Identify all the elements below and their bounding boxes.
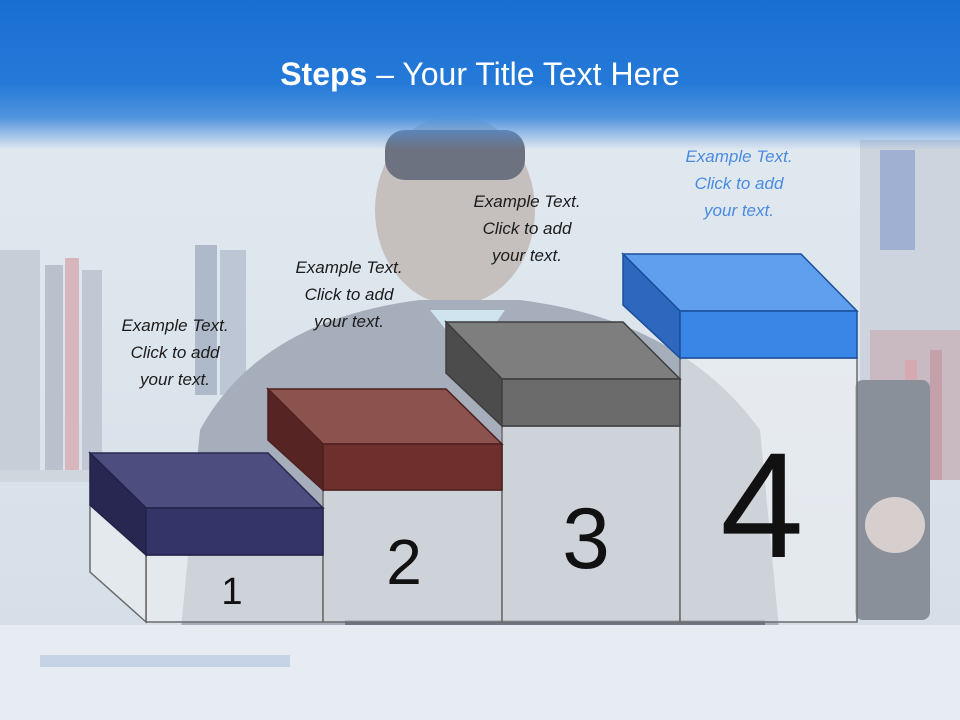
caption-line: Example Text.	[121, 316, 229, 335]
step1-number: 1	[221, 571, 242, 613]
step3-caption[interactable]: Example Text. Click to add your text.	[447, 188, 607, 269]
pedestal	[89, 357, 858, 624]
title-bar	[0, 0, 960, 150]
caption-line: Click to add	[694, 174, 784, 193]
caption-line: Example Text.	[473, 192, 581, 211]
caption-line: Click to add	[304, 285, 394, 304]
step4-caption[interactable]: Example Text. Click to add your text.	[659, 143, 819, 224]
step2-number: 2	[386, 526, 422, 598]
caption-line: your text.	[314, 312, 384, 331]
caption-line: your text.	[140, 370, 210, 389]
step4-number: 4	[720, 421, 803, 589]
caption-line: Click to add	[482, 219, 572, 238]
caption-line: Click to add	[130, 343, 220, 362]
caption-line: your text.	[704, 201, 774, 220]
caption-line: your text.	[492, 246, 562, 265]
title-bold-part: Steps	[280, 56, 368, 92]
step3-block[interactable]	[444, 320, 682, 428]
title-rest-part: – Your Title Text Here	[367, 56, 680, 92]
step4-block[interactable]	[621, 252, 859, 360]
step3-number: 3	[562, 491, 610, 587]
step1-block[interactable]	[88, 451, 325, 557]
caption-line: Example Text.	[295, 258, 403, 277]
step2-caption[interactable]: Example Text. Click to add your text.	[269, 254, 429, 335]
slide-title[interactable]: Steps – Your Title Text Here	[0, 52, 960, 96]
step2-block[interactable]	[266, 387, 504, 492]
step1-caption[interactable]: Example Text. Click to add your text.	[95, 312, 255, 393]
caption-line: Example Text.	[685, 147, 793, 166]
